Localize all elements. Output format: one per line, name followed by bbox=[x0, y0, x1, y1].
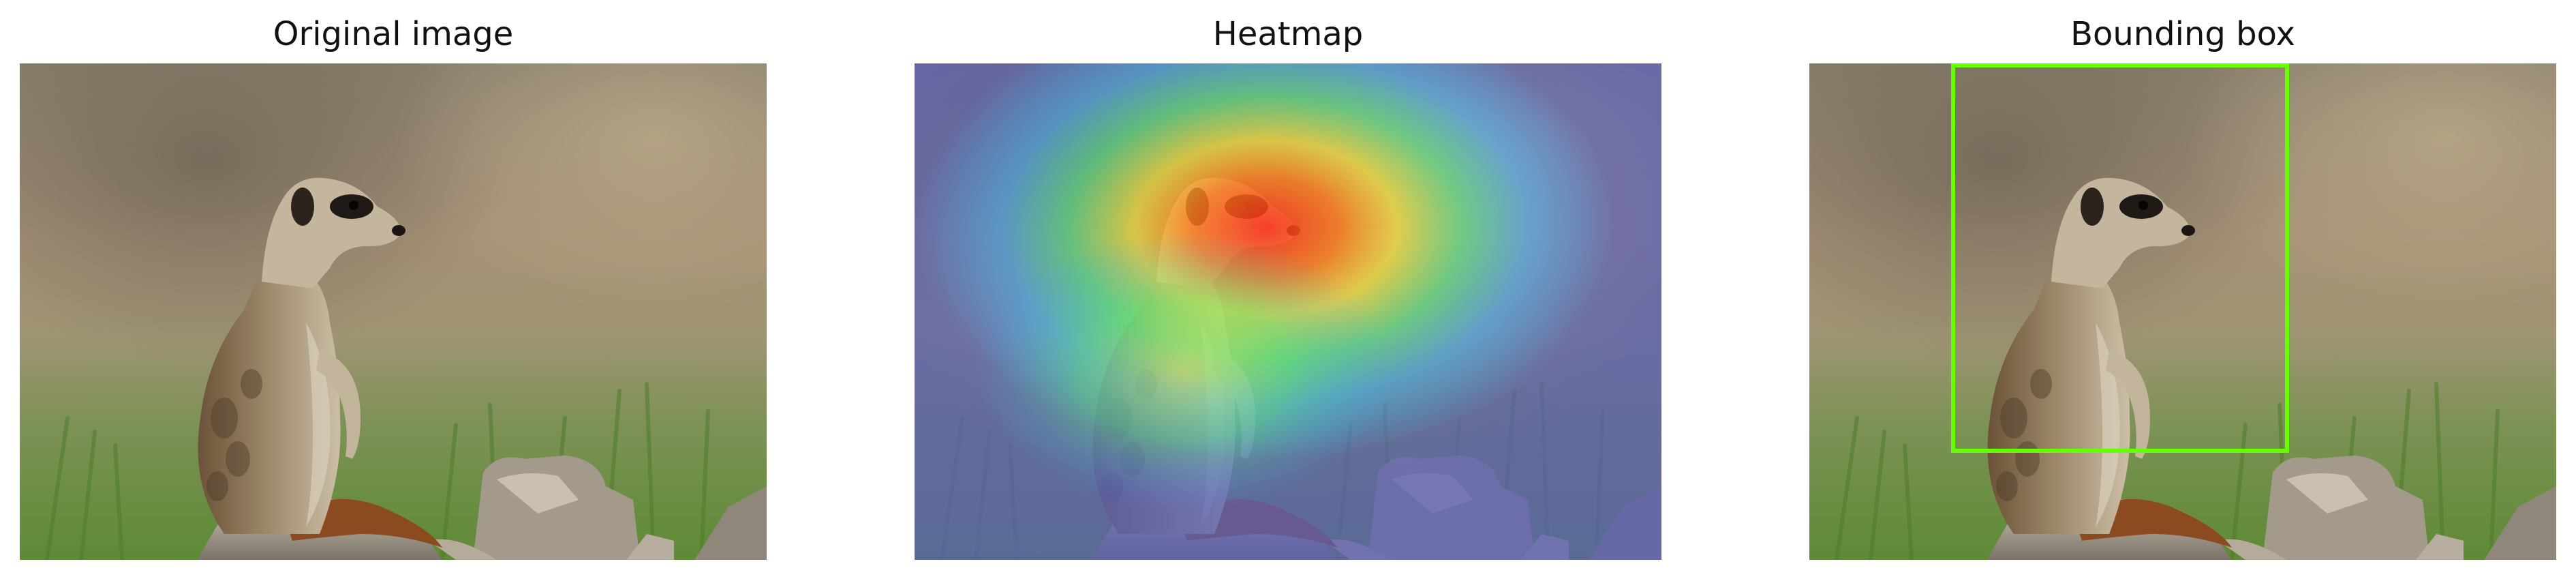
panel-original: Original image bbox=[20, 0, 767, 581]
meerkat-photo-original bbox=[20, 63, 767, 560]
heatmap-image bbox=[915, 63, 1661, 560]
panel-bounding-box: Bounding box bbox=[1809, 0, 2556, 581]
meerkat-photo-heatmap bbox=[915, 63, 1661, 560]
bounding-box-image bbox=[1809, 63, 2556, 560]
original-image bbox=[20, 63, 767, 560]
panel-title-bounding-box: Bounding box bbox=[2070, 15, 2295, 53]
panel-title-heatmap: Heatmap bbox=[1212, 15, 1364, 53]
panel-heatmap: Heatmap bbox=[915, 0, 1661, 581]
bounding-box-rect bbox=[1951, 63, 2289, 453]
panel-title-original: Original image bbox=[273, 15, 514, 53]
heatmap-overlay-secondary bbox=[915, 63, 1661, 560]
meerkat-photo-bbox bbox=[1809, 63, 2556, 560]
